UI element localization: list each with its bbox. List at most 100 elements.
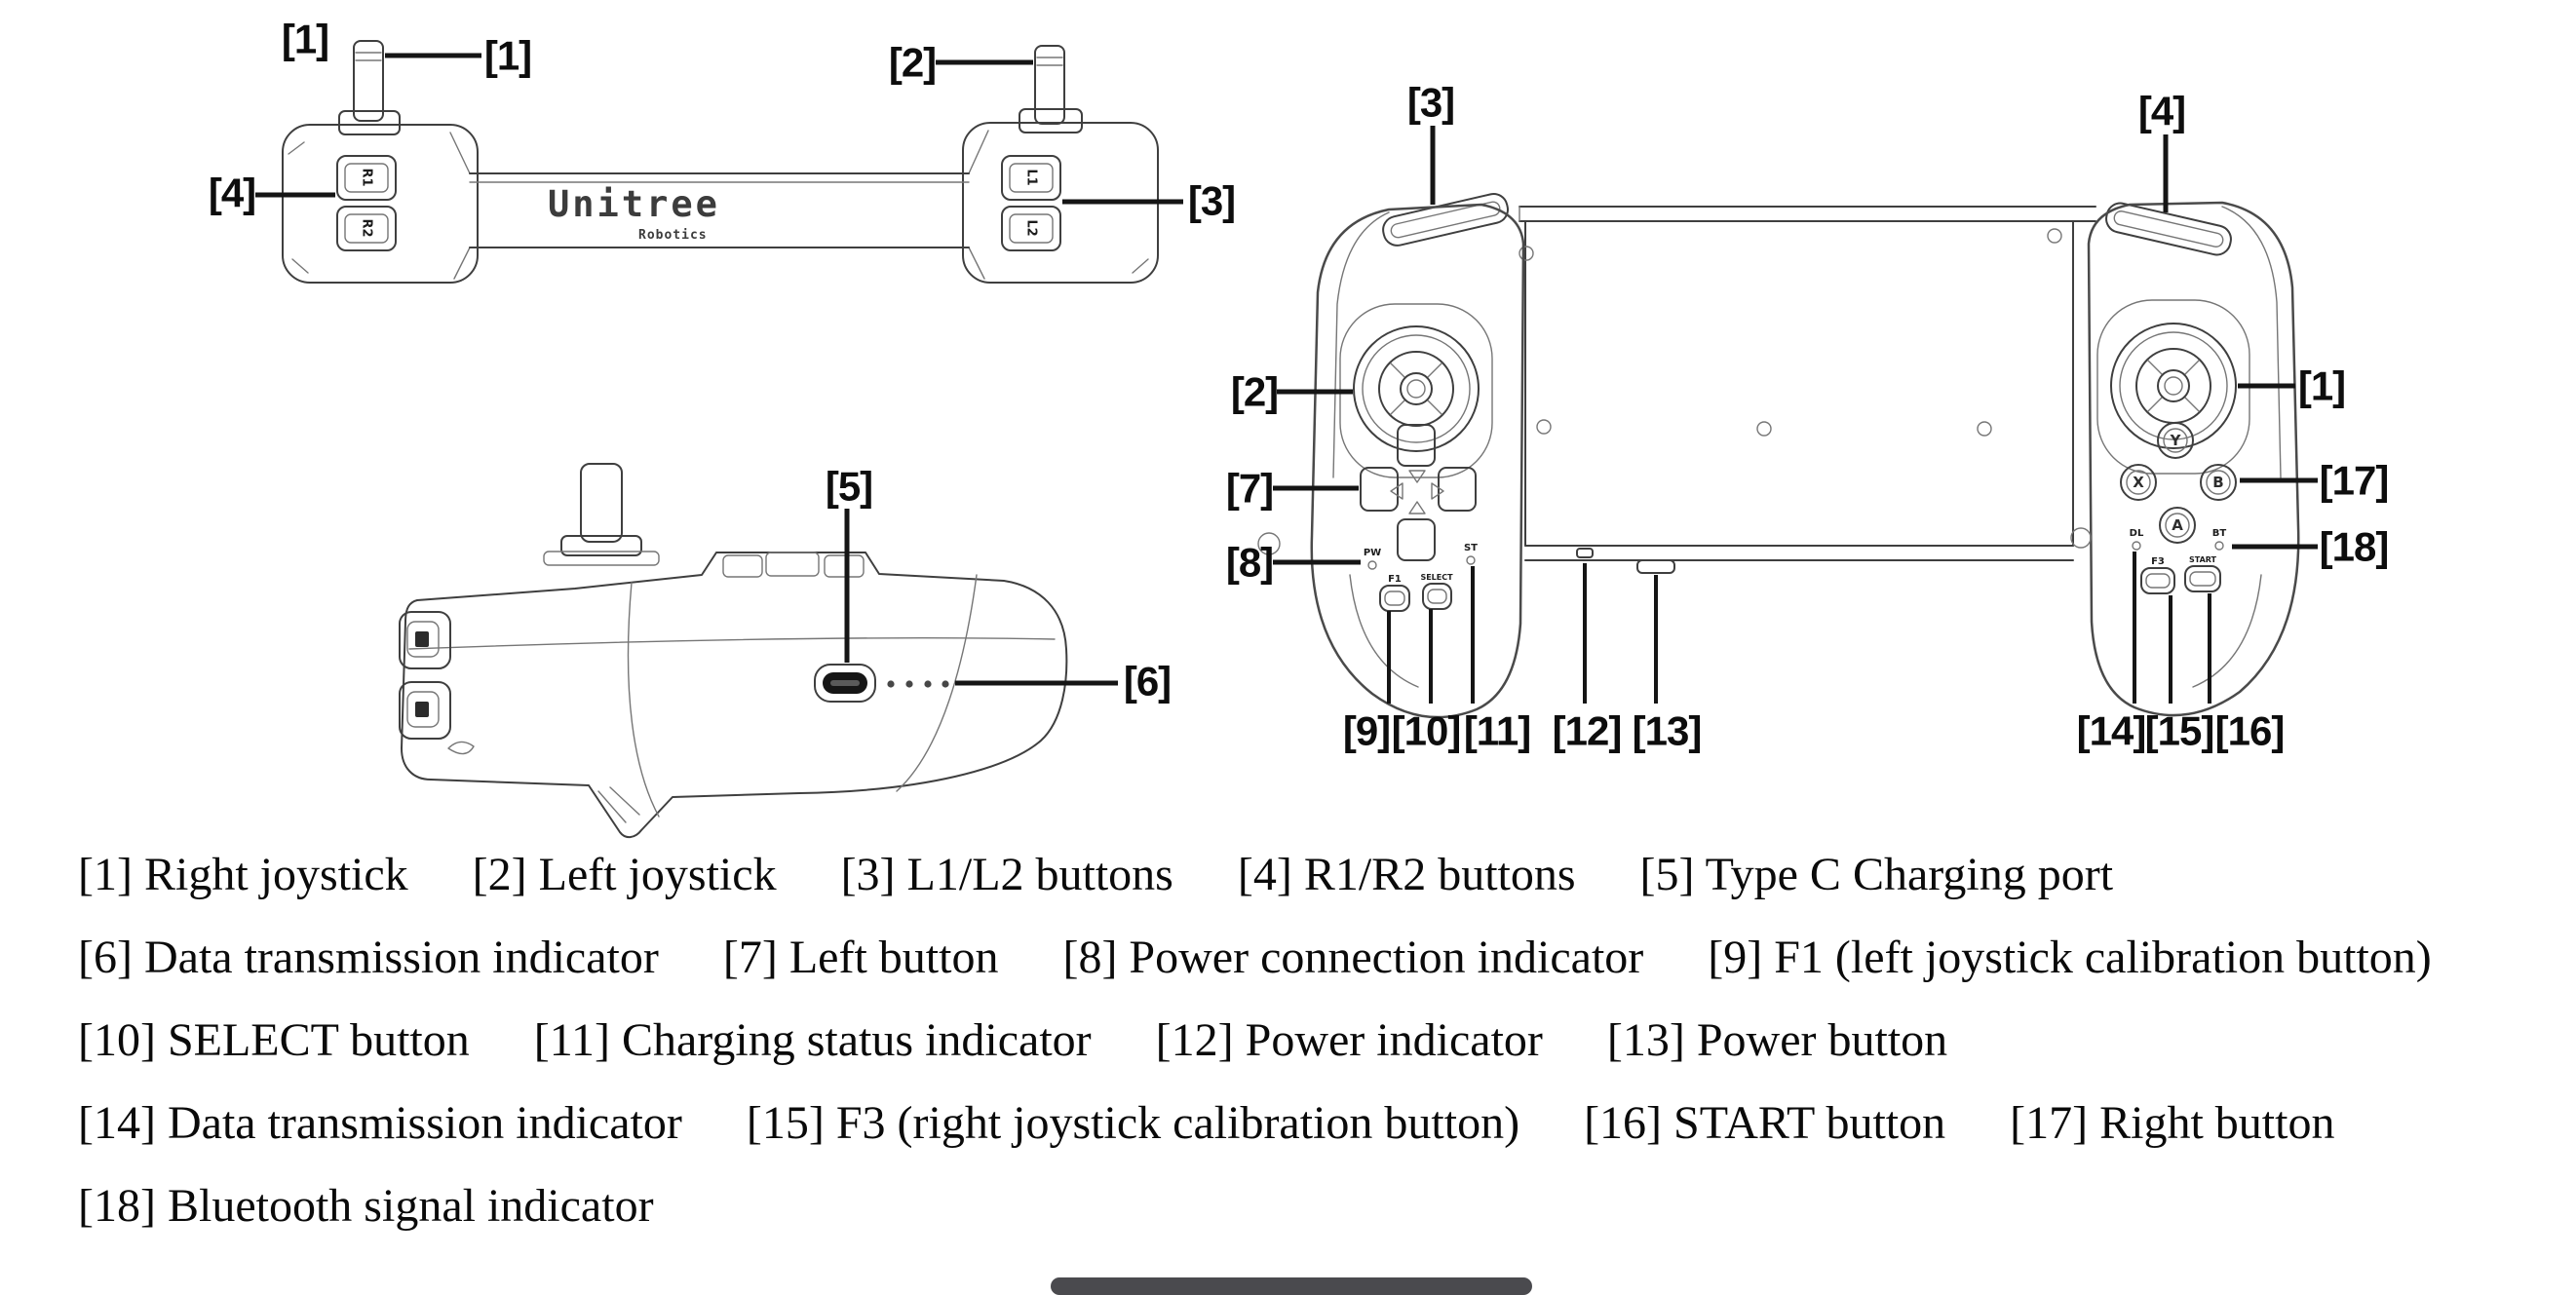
legend-entry: [8] Power connection indicator [1062,932,1644,983]
svg-text:START: START [2189,555,2217,564]
side-joystick [543,463,660,566]
top-left-joystick [338,40,401,135]
legend-entry: [12] Power indicator [1155,1014,1543,1066]
callout-1-top-b: [1] [484,33,531,79]
front-right-joystick [2096,299,2250,475]
callout-1-top-a: [1] [282,17,328,62]
l1-label: L1 [1024,169,1039,185]
callout-12-front: [12] [1553,708,1622,754]
side-body [401,552,1068,838]
callout-3-top: [3] [1188,178,1235,224]
a-button: A [2159,507,2196,544]
dpad [1360,424,1477,561]
type-c-charging-port [814,664,876,703]
start-button: START [2184,555,2221,592]
callout-2-top: [2] [889,40,936,86]
legend-entry: [5] Type C Charging port [1639,849,2114,900]
left-lanyard-hole [1257,532,1281,555]
center-plate [1519,206,2096,561]
l1-shoulder-front [1382,193,1509,247]
right-lanyard-hole [2070,527,2092,549]
r1-shoulder-front [2105,202,2232,256]
front-left-joystick [1339,303,1493,478]
callout-10-front: [10] [1392,708,1461,754]
svg-text:DL: DL [2130,528,2144,539]
legend-entry: [9] F1 (left joystick calibration button… [1708,932,2432,983]
svg-text:B: B [2212,474,2223,491]
svg-text:F3: F3 [2151,556,2165,567]
power-button-bump [1636,559,1675,574]
r1-button: R1 [336,155,397,201]
front-view-diagram: PW ST F1 SELECT Y X [1226,80,2390,754]
r2-label: R2 [360,218,374,237]
legend-entry: [16] START button [1584,1097,1946,1149]
legend-entry: [18] Bluetooth signal indicator [78,1180,654,1232]
callout-6-side: [6] [1124,659,1171,705]
callout-7-front: [7] [1226,466,1273,512]
side-view-diagram: [5] [6] [399,463,1172,838]
top-right-joystick [1019,45,1083,133]
callout-4-top: [4] [209,171,255,216]
svg-text:F1: F1 [1388,574,1402,585]
legend-entry: [4] R1/R2 buttons [1237,849,1576,900]
legend-line: [1] Right joystick[2] Left joystick[3] L… [78,852,2544,898]
svg-text:A: A [2172,516,2183,534]
l1-button: L1 [1001,155,1061,201]
legend-entry: [11] Charging status indicator [533,1014,1092,1066]
l2-button: L2 [1001,206,1061,251]
l2-label: L2 [1024,219,1039,236]
legend-line: [10] SELECT button [11] Charging status i… [78,1017,2544,1064]
legend-entry: [7] Left button [722,932,999,983]
y-button: Y [2157,422,2194,459]
taskbar-hint [1051,1277,1532,1295]
callout-9-front: [9] [1343,708,1390,754]
side-shoulder-buttons [399,611,451,740]
legend-entry: [3] L1/L2 buttons [840,849,1173,900]
legend-line: [18] Bluetooth signal indicator [78,1183,2544,1230]
data-transmission-indicator-right: DL [2130,528,2144,551]
front-right-module [2087,201,2300,717]
front-left-module [1310,203,1525,719]
x-button: X [2120,464,2157,501]
f3-button: F3 [2140,556,2175,594]
svg-text:ST: ST [1464,543,1478,553]
legend: [1] Right joystick[2] Left joystick[3] L… [78,852,2544,1266]
b-button: B [2200,464,2237,501]
callout-11-front: [11] [1464,708,1530,754]
unitree-logo-subtext: Robotics [638,228,708,243]
unitree-logo-text: Unitree [548,183,720,225]
top-view-diagram: Unitree Robotics R1 R2 L1 L2 [1] [1] [2]… [209,17,1236,284]
svg-text:SELECT: SELECT [1420,573,1453,582]
legend-line: [14] Data transmission indicator [15] F3 … [78,1100,2544,1147]
legend-entry: [15] F3 (right joystick calibration butt… [746,1097,1520,1149]
charging-status-indicator: ST [1464,543,1478,565]
select-button: SELECT [1420,573,1453,610]
legend-entry: [17] Right button [2010,1097,2335,1149]
r2-button: R2 [336,206,397,251]
callout-16-front: [16] [2215,708,2285,754]
callout-18-front: [18] [2320,524,2389,570]
legend-entry: [6] Data transmission indicator [78,932,659,983]
top-center-bar [469,172,970,248]
r1-label: R1 [360,168,374,186]
callout-17-front: [17] [2320,458,2389,504]
callout-15-front: [15] [2145,708,2214,754]
svg-text:BT: BT [2212,528,2227,539]
f1-button: F1 [1379,574,1410,612]
legend-line: [6] Data transmission indicator [7] Left … [78,934,2544,981]
legend-entry: [10] SELECT button [78,1014,470,1066]
callout-3-front: [3] [1407,80,1454,126]
svg-text:X: X [2133,474,2144,491]
legend-entry: [14] Data transmission indicator [78,1097,682,1149]
callout-5-side: [5] [826,464,872,510]
callout-14-front: [14] [2077,708,2146,754]
callout-13-front: [13] [1633,708,1702,754]
bluetooth-indicator: BT [2212,528,2227,551]
legend-entry: [13] Power button [1606,1014,1948,1066]
power-connection-indicator: PW [1364,548,1381,570]
callout-2-front: [2] [1231,369,1278,415]
svg-text:Y: Y [2170,432,2182,449]
svg-text:PW: PW [1364,548,1381,558]
unitree-logo: Unitree Robotics [548,183,720,243]
